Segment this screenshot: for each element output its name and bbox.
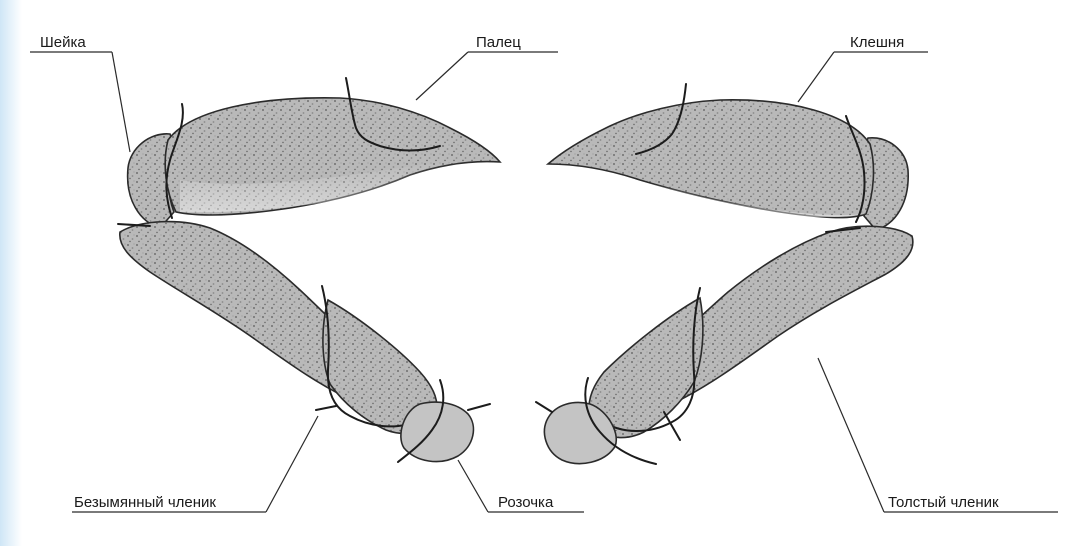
label-claw: Клешня [850,34,904,51]
neck-leader [112,52,130,152]
label-nameless-segment: Безымянный членик [74,494,216,511]
nameless-leader [266,416,318,512]
left-claw-drawing [118,78,500,462]
label-neck: Шейка [40,34,86,51]
thick-leader [818,358,884,512]
label-finger: Палец [476,34,521,51]
rose-leader [458,460,488,512]
claw-leader [798,52,834,102]
right-claw-drawing [536,84,913,464]
label-rose: Розочка [498,494,554,511]
label-thick-segment: Толстый членик [888,494,999,511]
left-rose-base [401,402,474,461]
finger-leader [416,52,468,100]
